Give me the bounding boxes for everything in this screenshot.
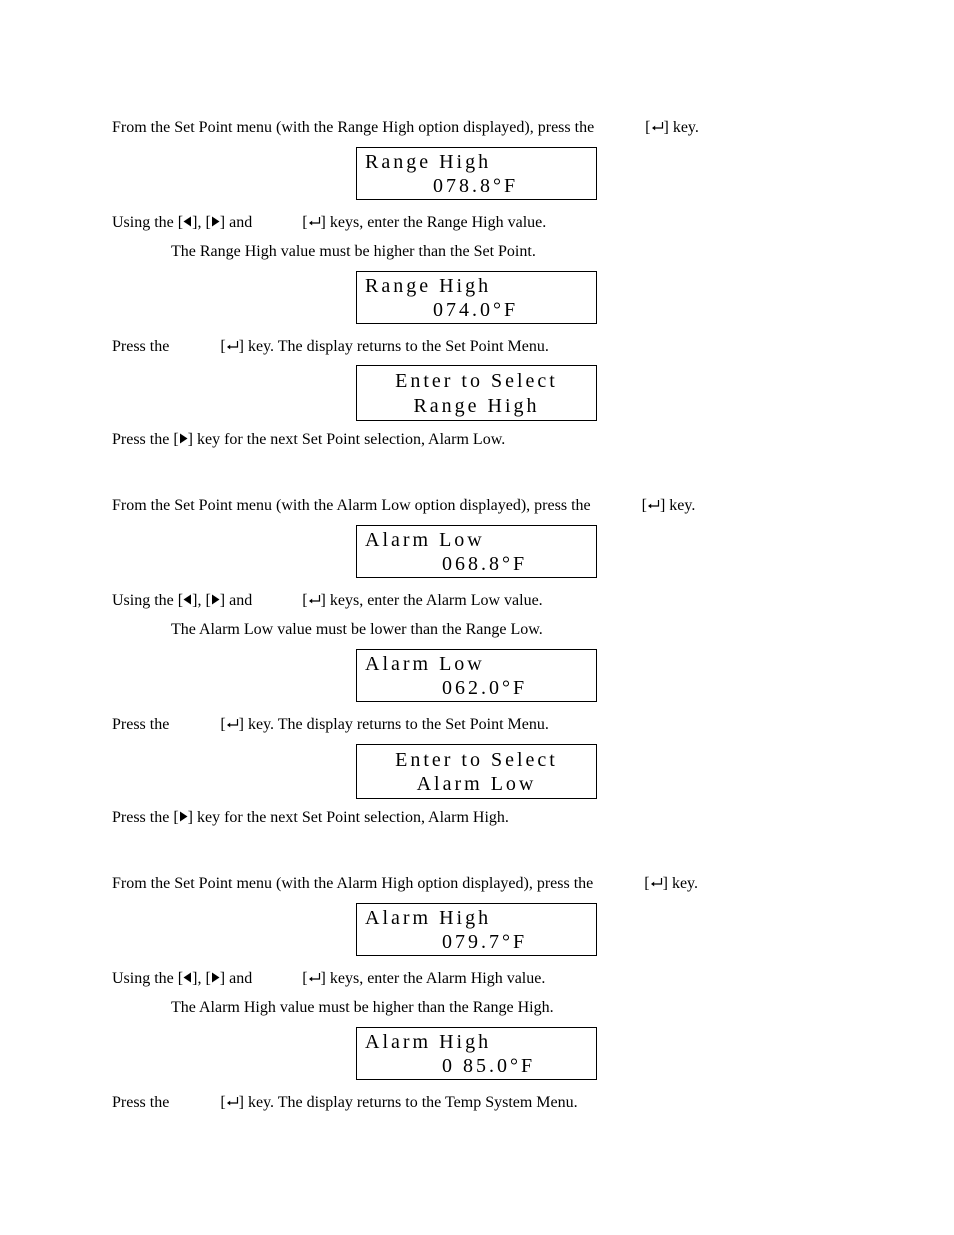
instruction-intro: From the Set Point menu (with the Range … [112,119,699,136]
lcd-row-1: Alarm High [365,1031,492,1053]
using-text: Using the [ [112,592,184,609]
lcd-row-2: 0 85.0°F [442,1055,536,1077]
left-arrow-key-icon [183,594,192,605]
lcd-row-1: Range High [365,275,492,297]
right-arrow-key-icon [211,216,220,227]
using-text: ] and [219,592,253,609]
right-arrow-key-icon [179,811,188,822]
lcd-display: Enter to Select Range High [356,365,597,421]
enter-key-icon [308,594,321,606]
instruction-press: Press the[] key. The display returns to … [112,1094,578,1111]
instruction-intro: From the Set Point menu (with the Alarm … [112,497,696,514]
instruction-using: Using the [], [] and[] keys, enter the A… [112,592,543,609]
instruction-using: Using the [], [] and[] keys, enter the A… [112,970,546,987]
lcd-row-2: 074.0°F [433,299,519,321]
enter-key-icon [226,340,239,352]
lcd-row-2: Range High [413,395,540,417]
enter-key-icon [308,972,321,984]
press-text: Press the [112,338,170,355]
instruction-press: Press the[] key. The display returns to … [112,716,549,733]
intro-text: From the Set Point menu (with the Alarm … [112,497,591,514]
lcd-display: Range High 074.0°F [356,271,597,324]
lcd-display: Alarm High 079.7°F [356,903,597,956]
instruction-press: Press the[] key. The display returns to … [112,338,549,355]
next-text: Press the [ [112,809,179,826]
right-arrow-key-icon [211,972,220,983]
left-arrow-key-icon [183,972,192,983]
intro-key-text: key. [672,119,699,136]
intro-key-text: key. [671,875,698,892]
lcd-row-1: Alarm High [365,907,492,929]
right-arrow-key-icon [179,433,188,444]
press-text: key. The display returns to the Set Poin… [247,716,549,733]
lcd-display: Range High 078.8°F [356,147,597,200]
enter-key-icon [651,121,664,133]
lcd-row-2: 078.8°F [433,175,519,197]
enter-key-icon [650,877,663,889]
lcd-row-2: 068.8°F [442,553,528,575]
lcd-row-2: 062.0°F [442,677,528,699]
enter-key-icon [308,216,321,228]
lcd-row-1: Range High [365,151,492,173]
next-text: ] key for the next Set Point selection, … [187,431,506,448]
enter-key-icon [647,499,660,511]
next-text: Press the [ [112,431,179,448]
using-text: ] and [219,970,253,987]
using-text: ], [ [192,214,211,231]
right-arrow-key-icon [211,594,220,605]
press-text: key. The display returns to the Set Poin… [247,338,549,355]
lcd-row-1: Alarm Low [365,529,485,551]
lcd-display: Alarm Low 062.0°F [356,649,597,702]
instruction-next: Press the [ ] key for the next Set Point … [112,808,509,828]
lcd-row-1: Alarm Low [365,653,485,675]
press-text: Press the [112,1094,170,1111]
instruction-intro: From the Set Point menu (with the Alarm … [112,875,698,892]
using-text: ], [ [192,970,211,987]
lcd-display: Enter to Select Alarm Low [356,744,597,799]
next-text: ] key for the next Set Point selection, … [187,809,509,826]
press-text: Press the [112,716,170,733]
left-arrow-key-icon [183,216,192,227]
enter-key-icon [226,1096,239,1108]
using-text: keys, enter the Range High value. [329,214,547,231]
intro-key-text: key. [669,497,696,514]
lcd-row-1: Enter to Select [395,749,558,771]
lcd-row-2: Alarm Low [416,773,537,795]
press-text: key. The display returns to the Temp Sys… [247,1094,578,1111]
lcd-display: Alarm Low 068.8°F [356,525,597,578]
instruction-note: The Alarm Low value must be lower than t… [171,621,543,638]
instruction-note: The Range High value must be higher than… [171,243,536,260]
using-text: ] and [219,214,253,231]
instruction-using: Using the [], [] and[] keys, enter the R… [112,214,547,231]
using-text: ], [ [192,592,211,609]
intro-text: From the Set Point menu (with the Alarm … [112,875,594,892]
using-text: keys, enter the Alarm Low value. [329,592,543,609]
lcd-row-1: Enter to Select [395,370,558,392]
lcd-display: Alarm High 0 85.0°F [356,1027,597,1080]
instruction-next: Press the [ ] key for the next Set Point … [112,430,505,450]
using-text: keys, enter the Alarm High value. [329,970,546,987]
using-text: Using the [ [112,970,184,987]
instruction-note: The Alarm High value must be higher than… [171,999,554,1016]
intro-text: From the Set Point menu (with the Range … [112,119,595,136]
lcd-row-2: 079.7°F [442,931,528,953]
enter-key-icon [226,718,239,730]
using-text: Using the [ [112,214,184,231]
